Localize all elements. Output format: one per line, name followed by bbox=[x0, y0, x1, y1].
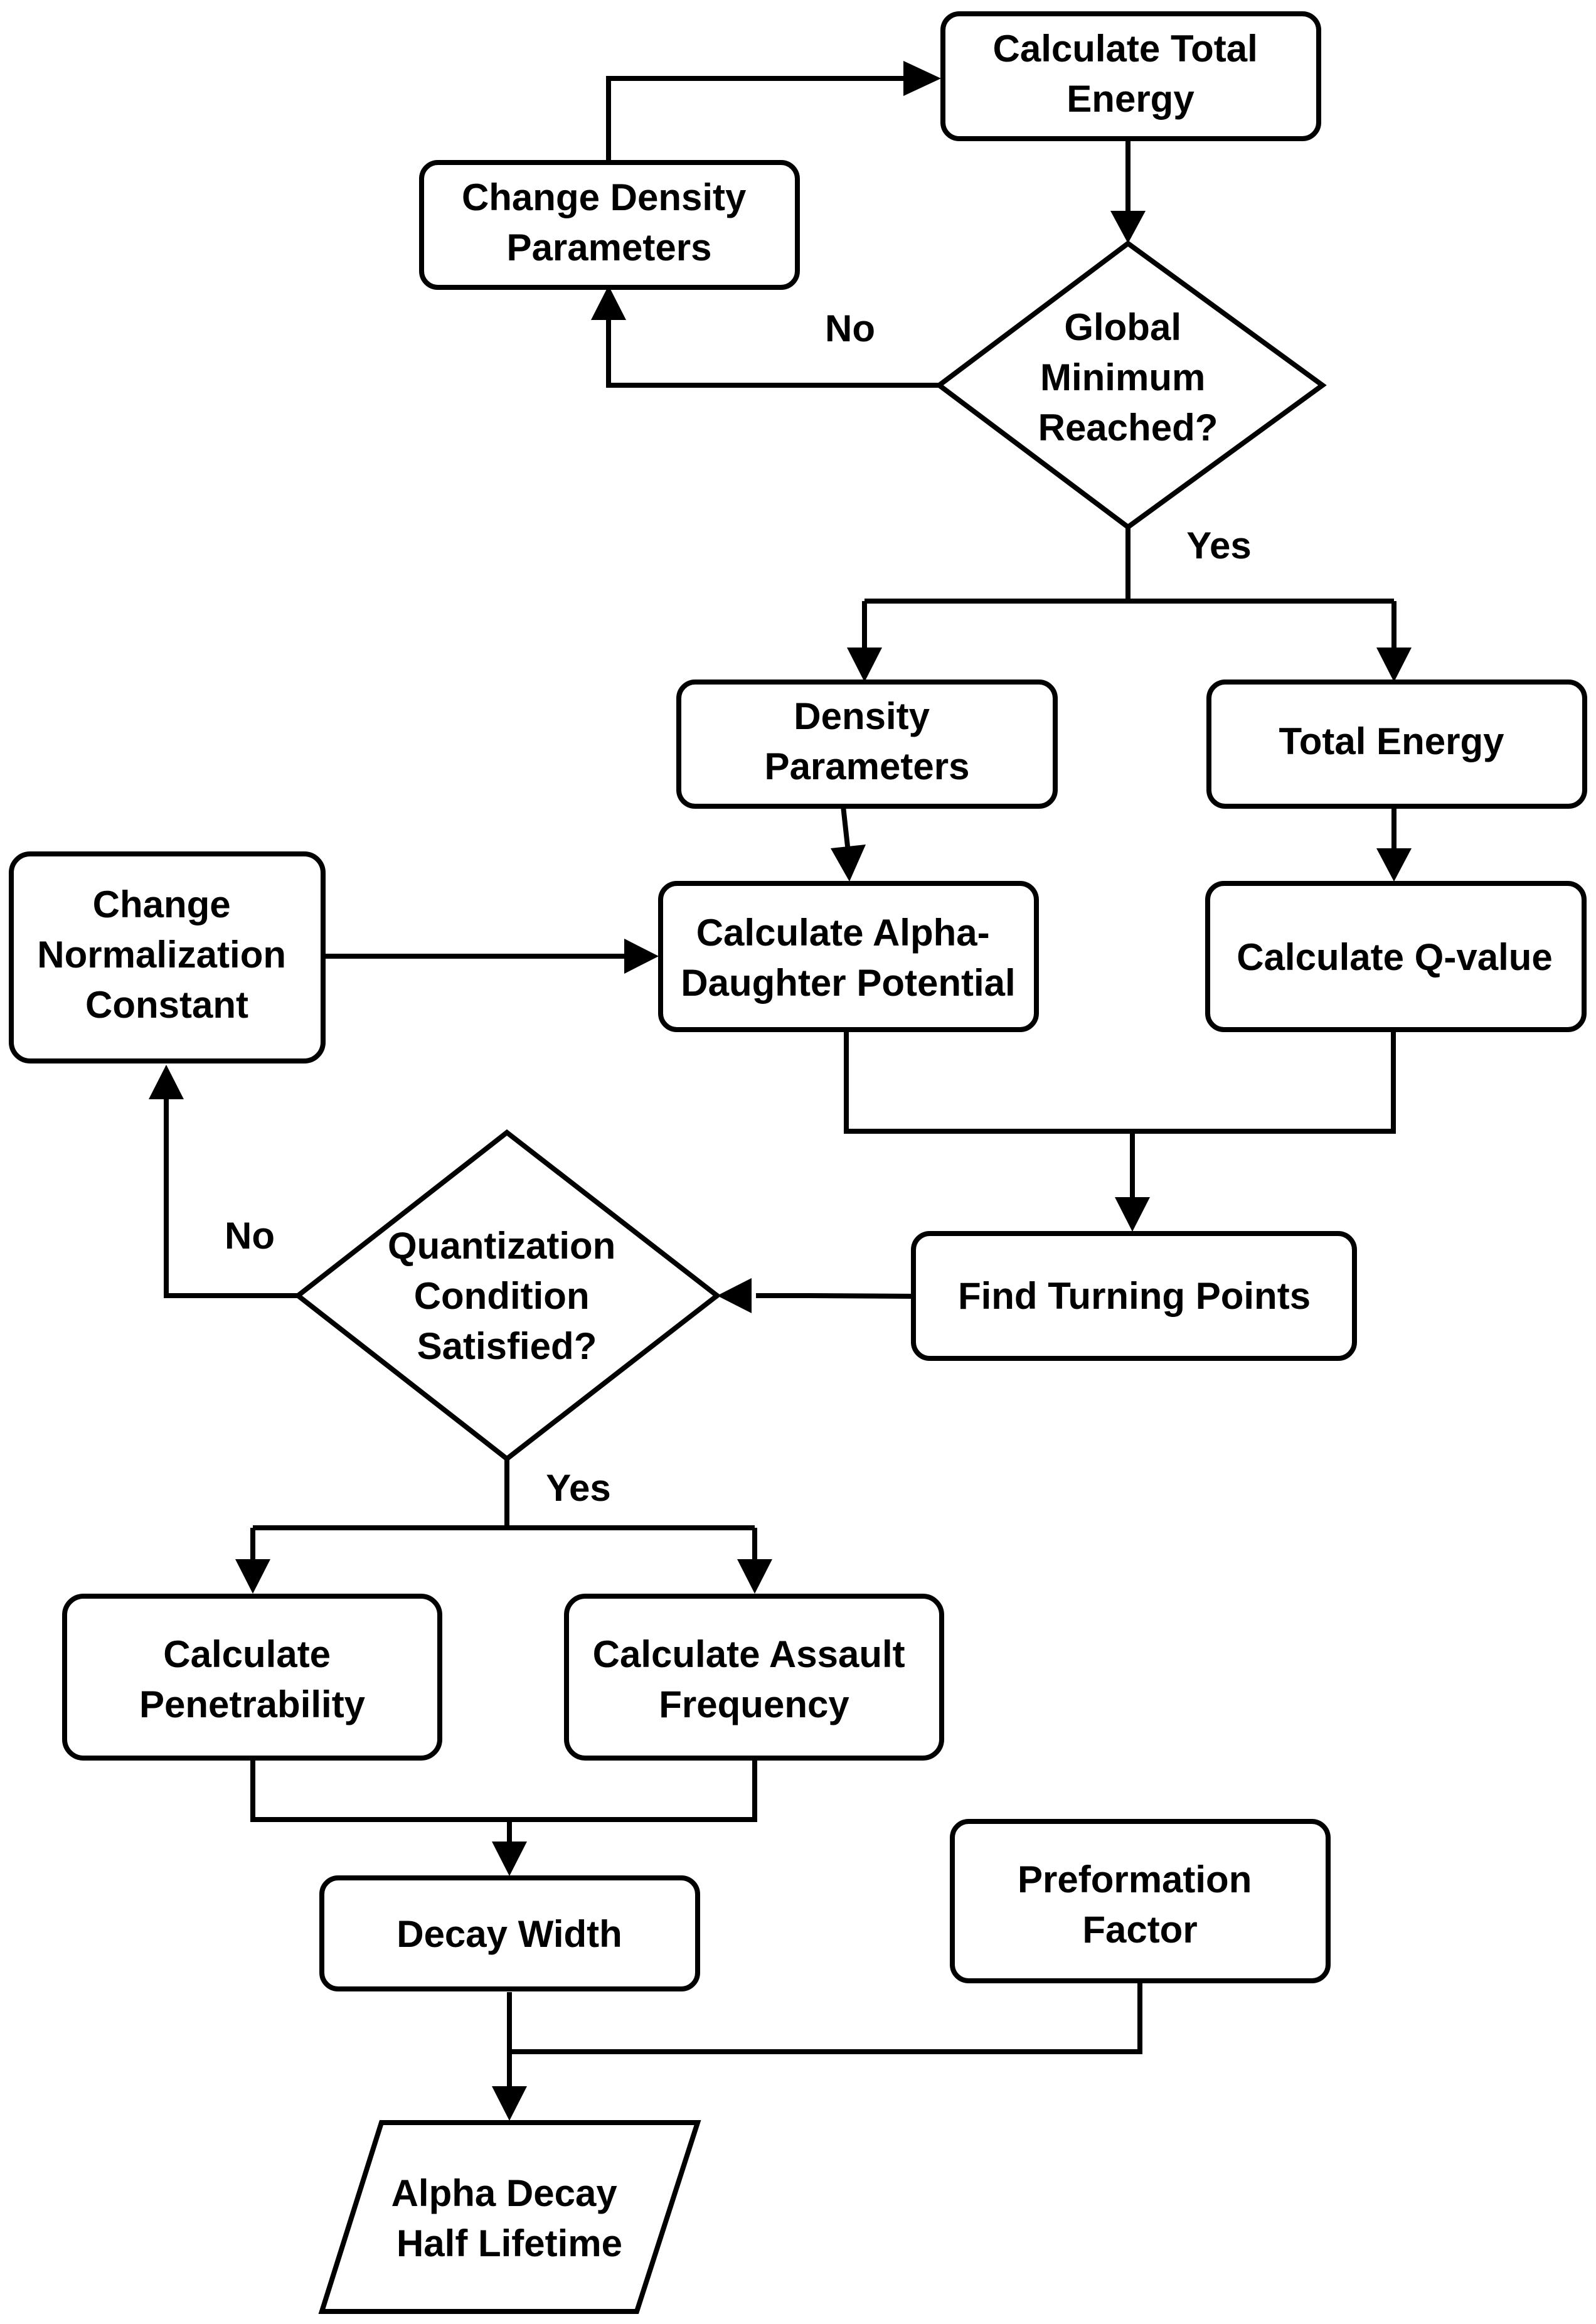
node-calc-total-energy-label: Calculate Total Energy bbox=[993, 28, 1269, 120]
node-decay-width-label: Decay Width bbox=[396, 1913, 622, 1955]
node-calc-assault-label: Calculate Assault Frequency bbox=[593, 1633, 916, 1725]
node-change-norm-box bbox=[9, 851, 326, 1063]
node-global-min: Global Minimum Reached? bbox=[935, 240, 1327, 530]
edge-global-min-no-to-change-density bbox=[606, 311, 939, 388]
node-alpha-decay-parallelogram bbox=[318, 2120, 701, 2314]
edge-change-density-to-calc-total-energy bbox=[606, 76, 903, 161]
arrowhead-calc-pen bbox=[235, 1559, 270, 1594]
node-calc-q-box bbox=[1205, 881, 1587, 1032]
arrowhead-calc-q bbox=[1376, 848, 1412, 882]
node-calc-q: Calculate Q-value bbox=[1205, 881, 1587, 1032]
edge-merge-to-alpha-decay bbox=[507, 1983, 1142, 2089]
edge-label-quant-yes: Yes bbox=[546, 1467, 610, 1509]
node-calc-pen-box bbox=[62, 1594, 442, 1761]
node-calc-alpha-pot: Calculate Alpha- Daughter Potential bbox=[658, 881, 1039, 1032]
node-calc-assault: Calculate Assault Frequency bbox=[564, 1594, 944, 1761]
node-total-energy-label: Total Energy bbox=[1279, 720, 1505, 762]
arrowheads bbox=[149, 61, 1412, 2121]
arrowhead-total-energy bbox=[1376, 648, 1412, 682]
node-quant-cond-diamond bbox=[294, 1129, 721, 1463]
node-global-min-diamond bbox=[935, 240, 1327, 530]
arrowhead-calc-total-energy bbox=[903, 61, 941, 96]
node-find-turning-box bbox=[911, 1231, 1357, 1361]
node-alpha-decay: Alpha Decay Half Lifetime bbox=[318, 2120, 701, 2314]
node-change-density: Change Density Parameters bbox=[419, 160, 800, 290]
node-preformation: Preformation Factor bbox=[950, 1819, 1331, 1983]
edge-quant-cond-yes-split bbox=[250, 1459, 757, 1562]
node-calc-q-label: Calculate Q-value bbox=[1237, 936, 1553, 978]
arrowhead-quant-cond bbox=[717, 1278, 752, 1313]
arrowhead-find-turning bbox=[1115, 1197, 1150, 1232]
arrowhead-change-norm bbox=[149, 1065, 184, 1099]
arrowhead-calc-assault bbox=[737, 1559, 772, 1594]
node-calc-alpha-pot-box bbox=[658, 881, 1039, 1032]
edge-label-global-no: No bbox=[825, 307, 875, 349]
node-change-norm-label: Change Normalization Constant bbox=[37, 883, 296, 1026]
arrowhead-calc-alpha-pot-top bbox=[831, 845, 866, 882]
node-quant-cond: Quantization Condition Satisfied? bbox=[294, 1129, 721, 1463]
node-calc-total-energy-box bbox=[940, 11, 1321, 141]
node-decay-width-box bbox=[319, 1875, 700, 1991]
node-calc-pen-label: Calculate Penetrability bbox=[139, 1633, 366, 1725]
arrowhead-alpha-decay bbox=[492, 2086, 527, 2121]
arrowhead-calc-alpha-pot-left bbox=[624, 939, 659, 974]
arrowhead-decay-width bbox=[492, 1842, 527, 1876]
edge-quant-cond-no-to-change-norm bbox=[164, 1098, 298, 1298]
arrowhead-change-density bbox=[591, 285, 626, 320]
node-decay-width: Decay Width bbox=[319, 1875, 700, 1991]
node-change-norm: Change Normalization Constant bbox=[9, 851, 326, 1063]
node-calc-pen: Calculate Penetrability bbox=[62, 1594, 442, 1761]
edge-merge-to-find-turning bbox=[844, 1030, 1396, 1201]
node-global-min-label: Global Minimum Reached? bbox=[1038, 306, 1218, 449]
node-total-energy: Total Energy bbox=[1206, 680, 1587, 809]
node-alpha-decay-label: Alpha Decay Half Lifetime bbox=[391, 2172, 628, 2264]
node-calc-total-energy: Calculate Total Energy bbox=[940, 11, 1321, 141]
node-density-params: Density Parameters bbox=[676, 680, 1058, 809]
node-preformation-box bbox=[950, 1819, 1331, 1983]
node-preformation-label: Preformation Factor bbox=[1018, 1858, 1262, 1951]
edges bbox=[164, 76, 1396, 2089]
node-total-energy-box bbox=[1206, 680, 1587, 809]
node-change-density-box bbox=[419, 160, 800, 290]
arrowhead-density-params bbox=[847, 648, 882, 682]
node-calc-assault-box bbox=[564, 1594, 944, 1761]
edge-labels: No Yes No Yes bbox=[225, 307, 1252, 1509]
node-find-turning-label: Find Turning Points bbox=[958, 1275, 1311, 1317]
edge-global-min-yes-split bbox=[862, 527, 1396, 653]
edge-label-global-yes: Yes bbox=[1186, 525, 1251, 567]
node-density-params-label: Density Parameters bbox=[765, 695, 970, 787]
node-change-density-label: Change Density Parameters bbox=[462, 176, 757, 269]
node-quant-cond-label: Quantization Condition Satisfied? bbox=[388, 1225, 626, 1367]
node-find-turning: Find Turning Points bbox=[911, 1231, 1357, 1361]
edge-merge-to-decay-width bbox=[250, 1760, 757, 1845]
arrowhead-global-min bbox=[1110, 211, 1146, 243]
edge-density-params-to-calc-alpha-pot bbox=[841, 806, 851, 853]
node-calc-alpha-pot-label: Calculate Alpha- Daughter Potential bbox=[681, 912, 1015, 1004]
node-density-params-box bbox=[676, 680, 1058, 809]
edge-label-quant-no: No bbox=[225, 1215, 275, 1257]
